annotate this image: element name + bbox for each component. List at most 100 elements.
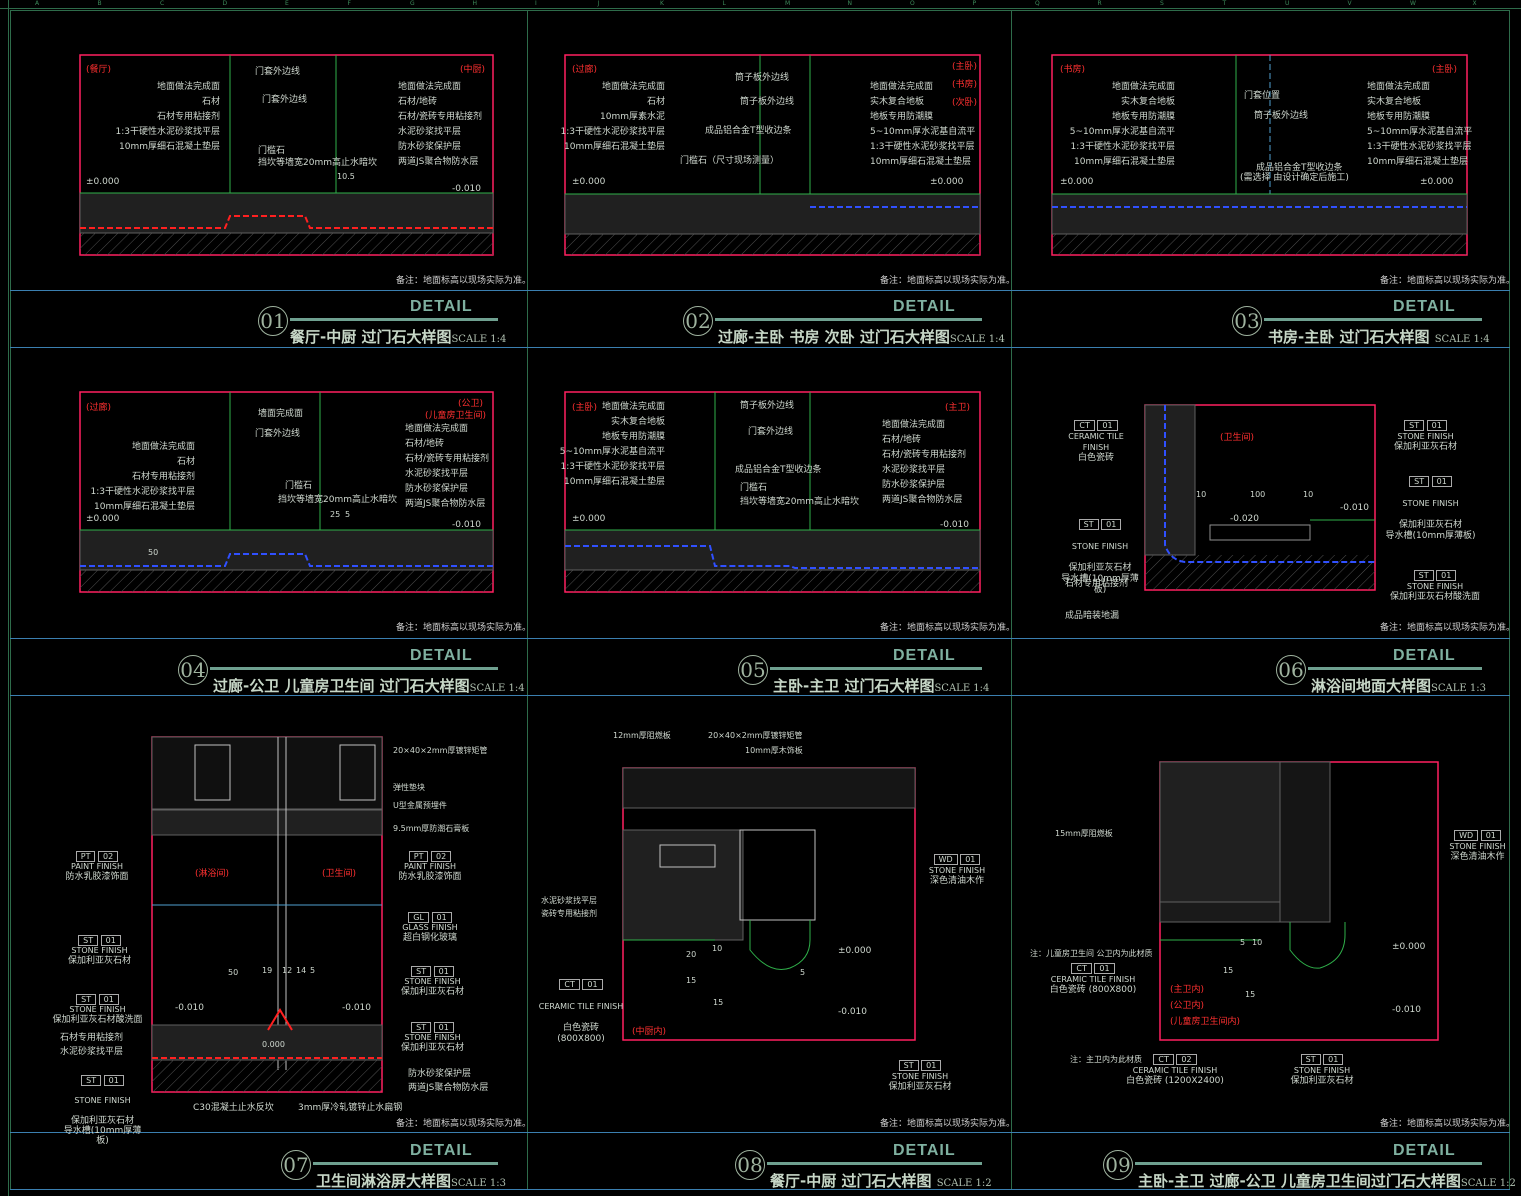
d07-level: 0.000 (262, 1040, 285, 1049)
tag-cn: 防水乳胶漆饰面 (398, 872, 462, 882)
d05-right-room: (主卫) (945, 403, 971, 413)
room: (书房) (952, 80, 978, 90)
d06-room: (卫生间) (1220, 433, 1255, 443)
ruler-letter: F (347, 0, 351, 7)
d06-other: 石材专用粘接剂 (1065, 579, 1129, 589)
d03-mid-note: (需选择 由设计确定后施工) (1240, 173, 1349, 183)
d04-left-room: (过廊) (86, 403, 112, 413)
d07-bottom-note: 防水砂浆保护层 (408, 1069, 472, 1079)
note: 水泥砂浆找平层 (882, 465, 946, 475)
scale-text: SCALE 1:4 (451, 334, 507, 345)
tag-num: 01 (1436, 570, 1457, 581)
note: 1:3干硬性水泥砂浆找平层 (115, 127, 221, 137)
d05-title: 主卧-主卫 过门石大样图SCALE 1:4 (773, 675, 989, 696)
note: 10mm厚细石混凝土垫层 (1074, 157, 1175, 167)
title-band-row2 (10, 638, 1510, 696)
d01-level: ±0.000 (86, 177, 120, 187)
tag-cn: 保加利亚灰石材 导水槽(10mm厚薄板) (1061, 563, 1139, 595)
d06-other: 成品暗装地漏 (1065, 611, 1120, 621)
d04-title-underline (210, 667, 498, 670)
d07-level: -0.010 (175, 1003, 205, 1013)
d03-mid-note: 门套位置 (1244, 91, 1281, 101)
note: 防水砂浆保护层 (398, 142, 462, 152)
note: 石材/瓷砖专用粘接剂 (882, 450, 967, 460)
d08-level: -0.010 (838, 1007, 868, 1017)
d07-right-room: (卫生间) (322, 869, 357, 879)
note: 防水砂浆保护层 (405, 484, 469, 494)
d05-level: ±0.000 (572, 514, 606, 524)
tag-cn: 保加利亚灰石材 (67, 956, 131, 966)
tag-code: CT (1071, 963, 1092, 974)
d06-tag-st01b: ST 01 STONE FINISH 保加利亚灰石材 (1378, 420, 1473, 453)
tag-cn: 保加利亚灰石材 (888, 1082, 952, 1092)
note: 10mm厚细石混凝土垫层 (870, 157, 971, 167)
room: (公卫内) (1170, 1001, 1205, 1011)
tag-code: ST (1404, 420, 1425, 431)
d04-right-room: (公卫) (458, 399, 484, 409)
note: 5~10mm厚水泥基自流平 (559, 447, 665, 457)
d03-left-notes: 地面做法完成面 实木复合地板 地板专用防潮膜 5~10mm厚水泥基自流平 1:3… (1055, 80, 1175, 170)
tag-cn: 保加利亚灰石材 (400, 1043, 464, 1053)
tag-en: STONE FINISH (404, 1033, 461, 1042)
left-ruler (0, 0, 9, 1196)
note: 防水砂浆保护层 (882, 480, 946, 490)
d03-left-room: (书房) (1060, 65, 1086, 75)
ruler-letter: A (35, 0, 40, 7)
d03-mid-note: 成品铝合金T型收边条 (1256, 163, 1343, 173)
tag-code: ST (78, 935, 99, 946)
note: 地面做法完成面 (156, 82, 220, 92)
d07-level: -0.010 (342, 1003, 372, 1013)
ruler-letter: W (1410, 0, 1416, 7)
d02-mid-note: 门槛石（尺寸现场测量） (680, 156, 780, 166)
d08-title-underline (767, 1162, 982, 1165)
d07-tag-gl01: GL 01 GLASS FINISH 超白钢化玻璃 (395, 912, 465, 943)
d04-mid-note: 挡坎等墙宽20mm高止水暗坎 (278, 495, 397, 505)
tag-code: ST (1078, 519, 1099, 530)
tag-num: 01 (433, 966, 454, 977)
ruler-letter: X (1472, 0, 1477, 7)
tag-en: CERAMIC TILE FINISH (538, 1002, 624, 1011)
d02-mid-note: 筒子板外边线 (740, 97, 795, 107)
d04-dim: 5 (345, 510, 351, 519)
d07-right-note: 20×40×2mm厚镀锌矩管 (393, 746, 488, 755)
note: 地面做法完成面 (1111, 82, 1175, 92)
note: 地面做法完成面 (601, 402, 665, 412)
tag-cn: 保加利亚灰石材酸洗面 (52, 1015, 143, 1025)
d05-detail-label: DETAIL (893, 647, 956, 664)
note: 地面做法完成面 (131, 442, 195, 452)
d03-remark: 备注：地面标高以现场实际为准。 (1380, 276, 1516, 286)
tag-en: STONE FINISH (891, 1072, 949, 1081)
d06-number: 06 (1276, 655, 1306, 685)
tag-code: WD (933, 854, 958, 865)
d03-right-notes: 地面做法完成面 实木复合地板 地板专用防潮膜 5~10mm厚水泥基自流平 1:3… (1367, 80, 1472, 170)
tag-num: 01 (1426, 420, 1447, 431)
d05-mid-note: 门槛石 (740, 483, 768, 493)
tag-num: 01 (960, 854, 981, 865)
d07-bottom-note: 3mm厚冷轧镀锌止水扁钢 (298, 1103, 403, 1113)
tag-code: CT (559, 979, 580, 990)
d01-mid-note: 挡坎等墙宽20mm高止水暗坎 (258, 158, 377, 168)
d02-remark: 备注：地面标高以现场实际为准。 (880, 276, 1016, 286)
d09-left-note: 15mm厚阻燃板 (1055, 829, 1113, 838)
d06-tag-st01d: ST 01 STONE FINISH 保加利亚灰石材酸洗面 (1380, 570, 1490, 603)
detail-03-drawing (1051, 54, 1468, 256)
note: 地板专用防潮膜 (601, 432, 665, 442)
room: (次卧) (952, 98, 978, 108)
d07-tag-pt02-left: PT 02 PAINT FINISH 防水乳胶漆饰面 (62, 851, 132, 882)
tag-num: 01 (1094, 963, 1115, 974)
d01-detail-label: DETAIL (410, 298, 473, 315)
scale-text: SCALE 1:4 (949, 334, 1005, 345)
d07-tag-pt02-right: PT 02 PAINT FINISH 防水乳胶漆饰面 (395, 851, 465, 882)
tag-code: ST (1300, 1054, 1321, 1065)
title-text: 卫生间淋浴屏大样图 (316, 1172, 452, 1190)
tag-num: 01 (1097, 420, 1118, 431)
d07-bottom-note: 两道JS聚合物防水层 (408, 1083, 489, 1093)
note: 水泥砂浆找平层 (405, 469, 469, 479)
tag-en: STONE FINISH (1406, 582, 1464, 591)
d05-number: 05 (738, 655, 768, 685)
note: 地面做法完成面 (601, 82, 665, 92)
note: 石材/地砖 (398, 97, 438, 107)
note: 10mm厚细石混凝土垫层 (1367, 157, 1468, 167)
title-band-row1 (10, 290, 1510, 348)
tag-en: CERAMIC TILE FINISH (1132, 1066, 1218, 1075)
